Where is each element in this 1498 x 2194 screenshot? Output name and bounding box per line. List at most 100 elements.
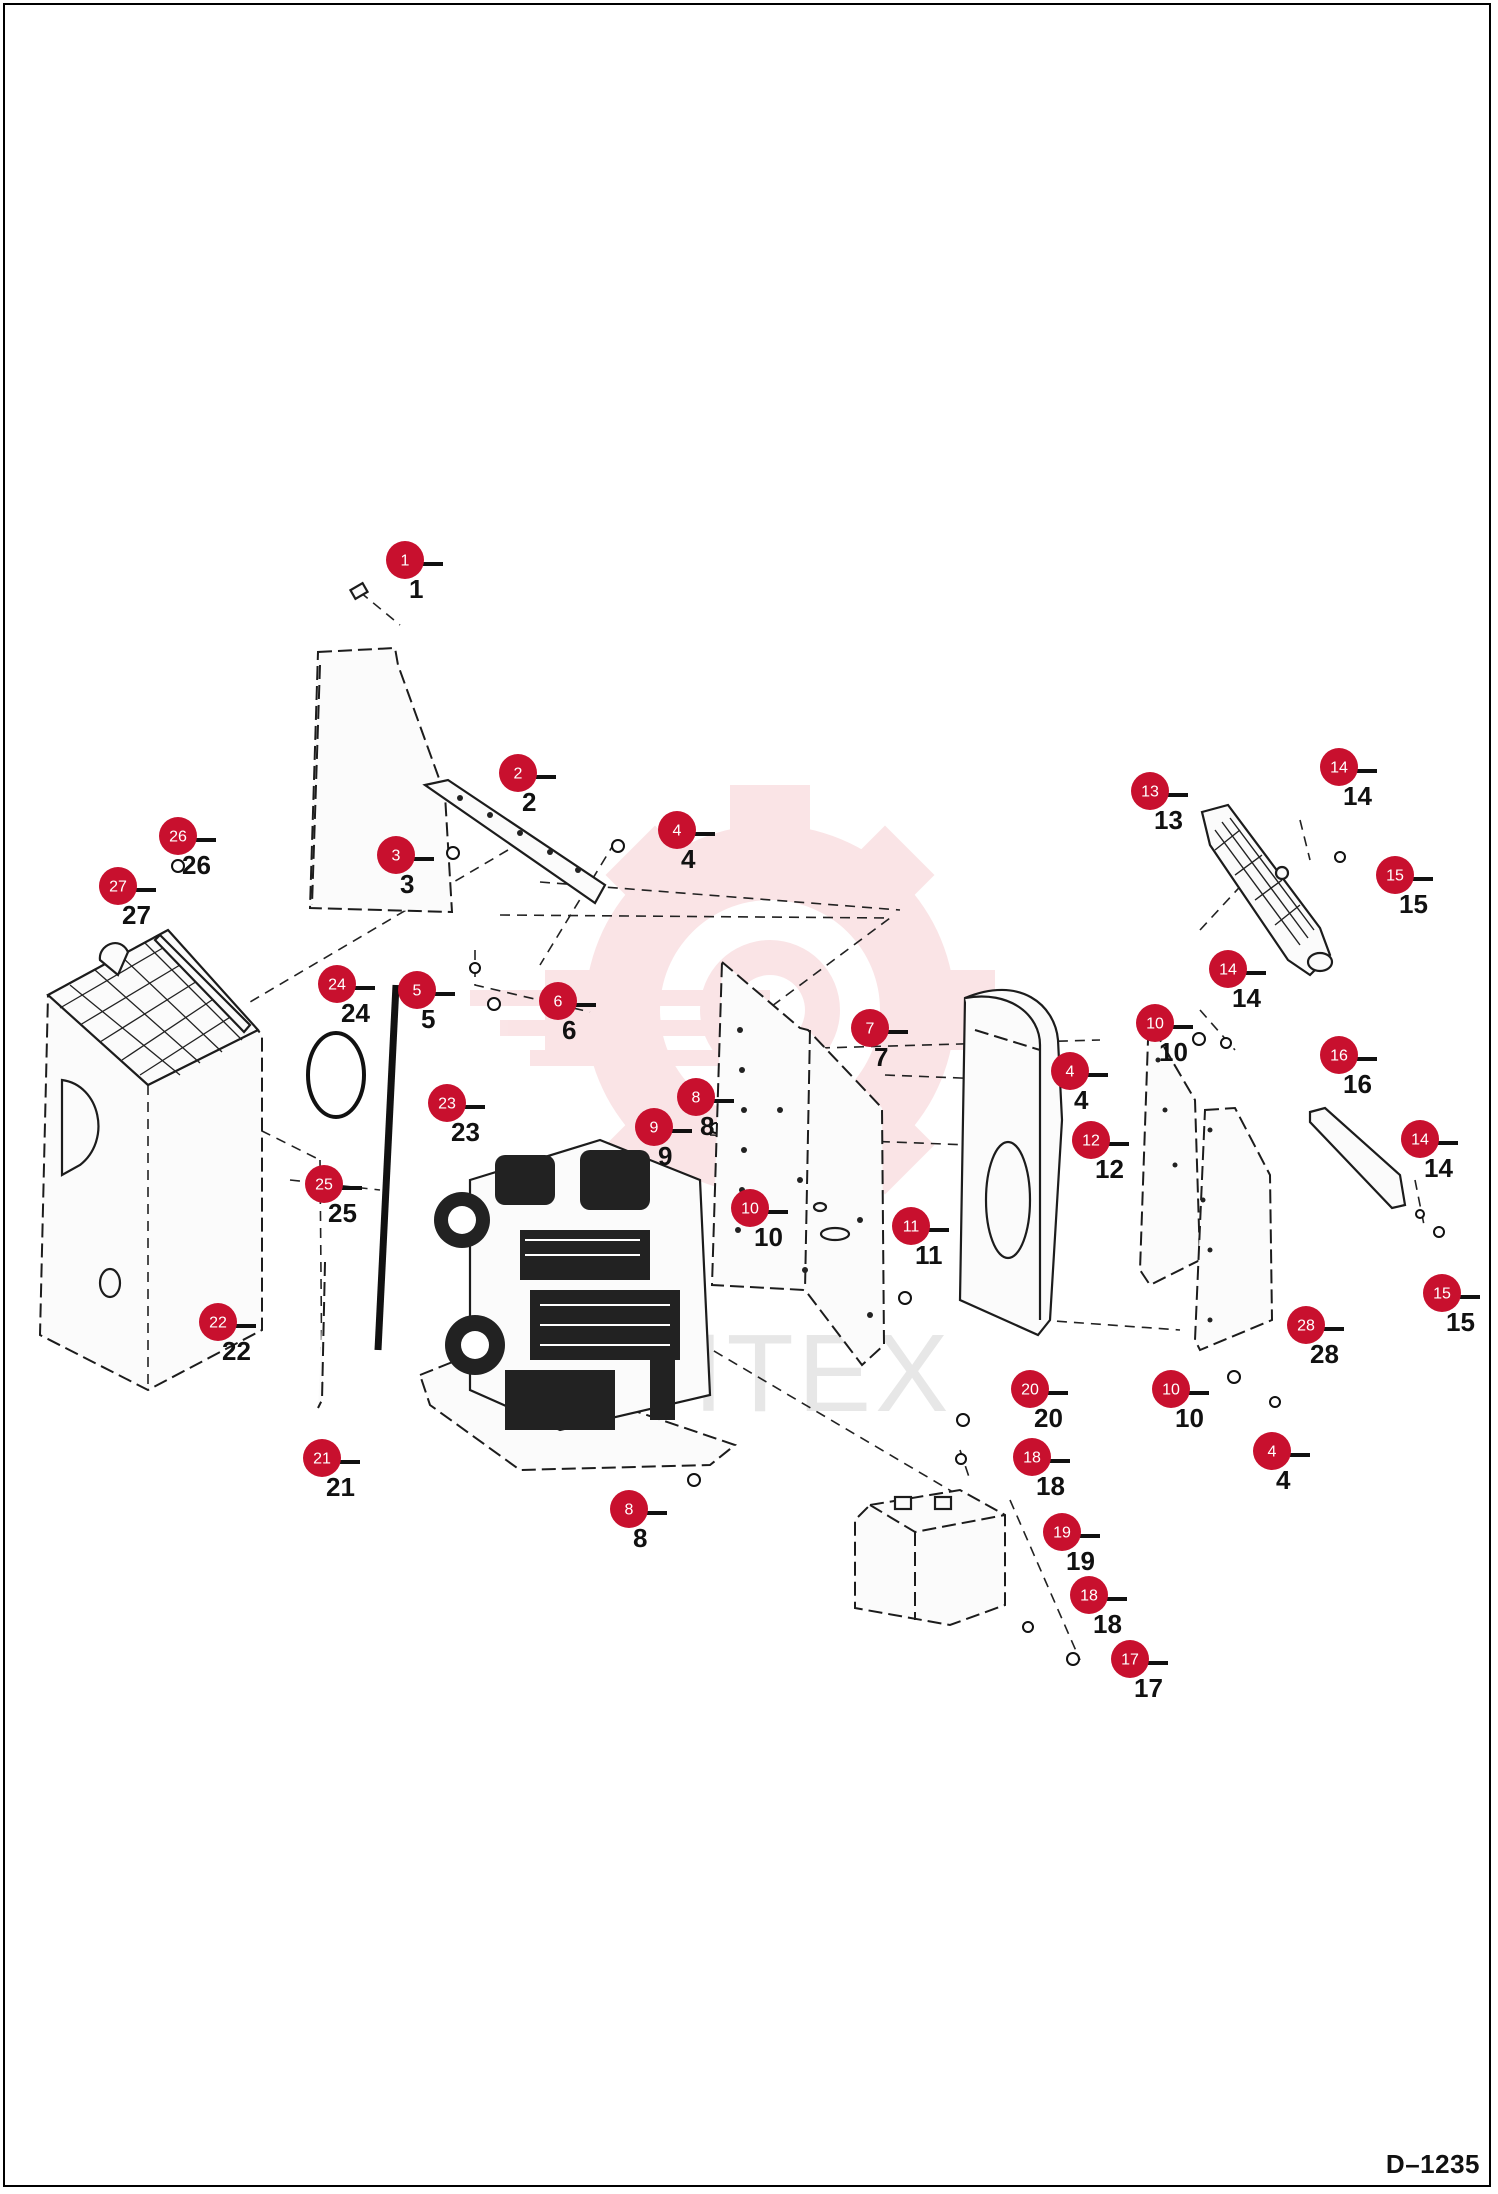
callout-label: 15 (1433, 1286, 1451, 1303)
callout-label: 4 (1268, 1444, 1277, 1461)
callout-label: 14 (1330, 760, 1348, 777)
callout-3: 33 (377, 836, 434, 899)
bracket-part-2 (422, 778, 607, 905)
callout-dot (398, 971, 436, 1009)
callout-label: 8 (625, 1502, 634, 1519)
callout-printed-number: 10 (754, 1222, 783, 1252)
air-filter-housing (38, 928, 263, 1392)
callout-label: 10 (741, 1201, 759, 1218)
callout-dot (1051, 1052, 1089, 1090)
callout-5: 55 (398, 971, 455, 1034)
callout-printed-number: 8 (633, 1523, 647, 1553)
callout-label: 19 (1053, 1525, 1071, 1542)
callout-label: 4 (673, 823, 682, 840)
callout-dot (677, 1078, 715, 1116)
callout-printed-number: 10 (1159, 1037, 1188, 1067)
rod-part-21 (317, 1261, 326, 1409)
callout-printed-number: 14 (1424, 1153, 1453, 1183)
callout-printed-number: 15 (1446, 1307, 1475, 1337)
callout-printed-number: 15 (1399, 889, 1428, 919)
callout-label: 10 (1146, 1016, 1164, 1033)
callout-printed-number: 5 (421, 1004, 435, 1034)
callout-label: 6 (554, 994, 563, 1011)
callout-dot (305, 1165, 343, 1203)
callout-dot (1287, 1306, 1325, 1344)
callout-label: 14 (1219, 962, 1237, 979)
callout-label: 13 (1141, 784, 1159, 801)
callout-6: 66 (539, 982, 596, 1045)
callout-dot (658, 811, 696, 849)
callout-dot (1401, 1120, 1439, 1158)
callout-printed-number: 1 (409, 574, 423, 604)
callout-label: 26 (169, 829, 187, 846)
callout-dot (499, 754, 537, 792)
callout-label: 21 (313, 1451, 331, 1468)
callout-dot (1152, 1370, 1190, 1408)
callout-label: 10 (1162, 1382, 1180, 1399)
callout-dot (1011, 1370, 1049, 1408)
callout-8: 88 (677, 1078, 734, 1141)
callout-printed-number: 19 (1066, 1546, 1095, 1576)
callout-printed-number: 17 (1134, 1673, 1163, 1703)
callout-printed-number: 24 (341, 998, 370, 1028)
callout-label: 2 (514, 766, 523, 783)
callout-printed-number: 7 (874, 1042, 888, 1072)
callout-8: 88 (610, 1490, 667, 1553)
callout-printed-number: 11 (915, 1240, 943, 1270)
callout-label: 4 (1066, 1064, 1075, 1081)
callout-printed-number: 2 (522, 787, 536, 817)
callout-label: 3 (392, 848, 401, 865)
hose-part-23 (374, 984, 400, 1351)
callout-printed-number: 4 (1276, 1465, 1291, 1495)
callout-dot (1320, 1036, 1358, 1074)
diagram-frame (3, 3, 1491, 2187)
callout-label: 15 (1386, 868, 1404, 885)
callout-dot (1376, 856, 1414, 894)
callout-dot (386, 541, 424, 579)
callout-printed-number: 18 (1036, 1471, 1065, 1501)
callout-printed-number: 20 (1034, 1403, 1063, 1433)
bracket-part-16 (1308, 1106, 1407, 1210)
callout-printed-number: 18 (1093, 1609, 1122, 1639)
callout-label: 28 (1297, 1318, 1315, 1335)
callout-label: 8 (692, 1090, 701, 1107)
callout-label: 11 (903, 1219, 920, 1236)
callout-dot (1072, 1121, 1110, 1159)
callout-dot (159, 817, 197, 855)
callout-label: 5 (413, 983, 422, 1000)
callout-dot (1131, 772, 1169, 810)
callout-dot (1013, 1438, 1051, 1476)
callout-dot (635, 1108, 673, 1146)
callout-printed-number: 8 (700, 1111, 714, 1141)
callout-printed-number: 10 (1175, 1403, 1204, 1433)
callout-dot (377, 836, 415, 874)
rear-side-panel (308, 646, 454, 914)
callout-4: 44 (1253, 1432, 1310, 1495)
callout-4: 44 (658, 811, 715, 874)
callout-label: 18 (1080, 1588, 1098, 1605)
callout-printed-number: 13 (1154, 805, 1183, 835)
callout-dot (539, 982, 577, 1020)
callout-dot (1070, 1576, 1108, 1614)
front-panel-part-7 (710, 959, 886, 1367)
callout-9: 99 (635, 1108, 692, 1171)
callout-dot (428, 1084, 466, 1122)
callout-label: 22 (209, 1315, 227, 1332)
callout-dot (892, 1207, 930, 1245)
callout-label: 9 (650, 1120, 659, 1137)
callout-dot (1043, 1513, 1081, 1551)
bolt-part-1 (348, 581, 370, 601)
